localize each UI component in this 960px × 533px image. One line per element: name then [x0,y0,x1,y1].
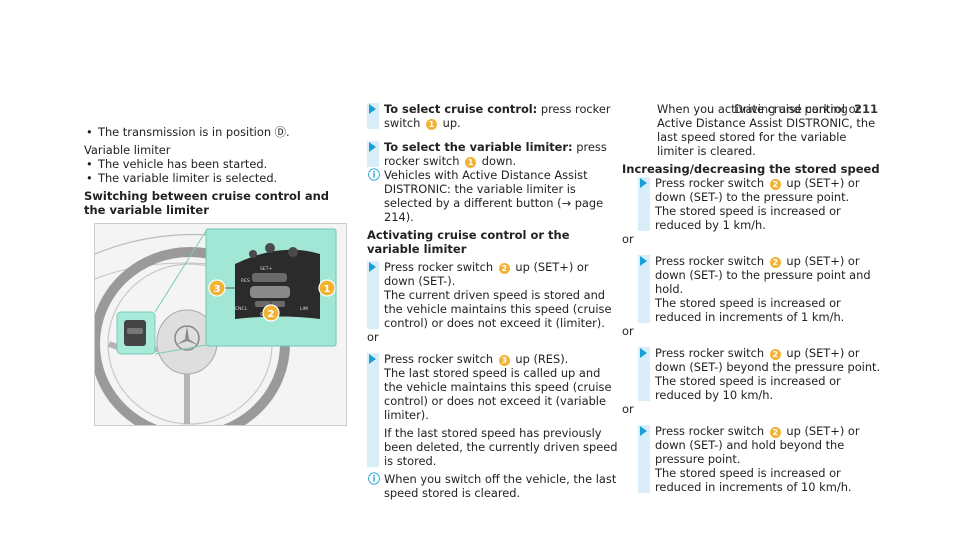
section-heading: Increasing/decreasing the stored speed [622,162,880,176]
callout-1: 1 [324,284,331,295]
callout-badge: 2 [769,349,781,360]
callout-badge: 2 [498,263,510,274]
arrow-icon [640,256,647,266]
callout-2: 2 [268,309,275,320]
arrow-icon [369,354,376,364]
prereq-bullet: The vehicle has been started. [84,157,352,171]
info-note: ⓘ When you switch off the vehicle, the l… [368,472,617,500]
section-heading: Activating cruise control or the variabl… [367,228,570,256]
or-label: or [622,232,634,246]
callout-badge: 1 [425,119,437,130]
panel-label-lim: LIM [300,306,308,312]
callout-badge: 3 [498,355,510,366]
info-icon: ⓘ [368,168,381,182]
or-label: or [367,330,379,344]
column-left: The transmission is in position Ⓓ. Varia… [84,125,352,217]
arrow-icon [369,142,376,152]
callout-badge: 1 [465,157,477,168]
callout-badge: 2 [769,257,781,268]
step-title: To select the variable limiter: [384,140,573,154]
callout-badge: 2 [769,179,781,190]
callout-3: 3 [214,284,221,295]
arrow-icon [640,426,647,436]
info-note: ⓘ Vehicles with Active Distance Assist D… [368,168,604,224]
or-label: or [622,402,634,416]
instruction-step: Press rocker switch 2 up (SET+) or down … [638,176,884,232]
instruction-step: Press rocker switch 2 up (SET+) or down … [638,424,884,494]
panel-label-cncl: CNCL [235,306,248,312]
page-number: 211 [853,102,878,116]
arrow-icon [640,178,647,188]
panel-label-setplus: SET+ [260,266,272,272]
prereq-bullet: The variable limiter is selected. [84,171,352,185]
section-title: Driving and parking [734,102,848,116]
column-middle: To select cruise control: press rocker s… [367,102,620,500]
instruction-step: Press rocker switch 2 up (SET+) or down … [638,254,884,324]
instruction-step: Press rocker switch 2 up (SET+) or down … [638,346,884,402]
instruction-step: To select cruise control: press rocker s… [367,102,620,130]
arrow-icon [369,262,376,272]
step-title: To select cruise control: [384,102,538,116]
arrow-icon [369,104,376,114]
continued-text: When you activate cruise control or Acti… [657,102,876,158]
instruction-step: To select the variable limiter: press ro… [367,140,620,168]
prereq-bullet: The transmission is in position Ⓓ. [84,125,352,139]
page-header: Driving and parking 211 [734,102,878,116]
steering-wheel-figure: SET+ RES CNCL SET- LIM 3 1 2 [94,223,347,426]
section-heading: Switching between cruise control and the… [84,189,330,217]
instruction-step: Press rocker switch 2 up (SET+) or down … [367,260,620,330]
or-label: or [622,324,634,338]
info-icon: ⓘ [368,472,381,486]
arrow-icon [640,348,647,358]
instruction-step: Press rocker switch 3 up (RES). The last… [367,352,620,468]
column-right: When you activate cruise control or Acti… [622,102,884,494]
steering-wheel-illustration: SET+ RES CNCL SET- LIM 3 1 2 [95,224,346,425]
variable-limiter-label: Variable limiter [84,143,171,157]
panel-label-res: RES [241,278,250,284]
callout-badge: 2 [769,427,781,438]
